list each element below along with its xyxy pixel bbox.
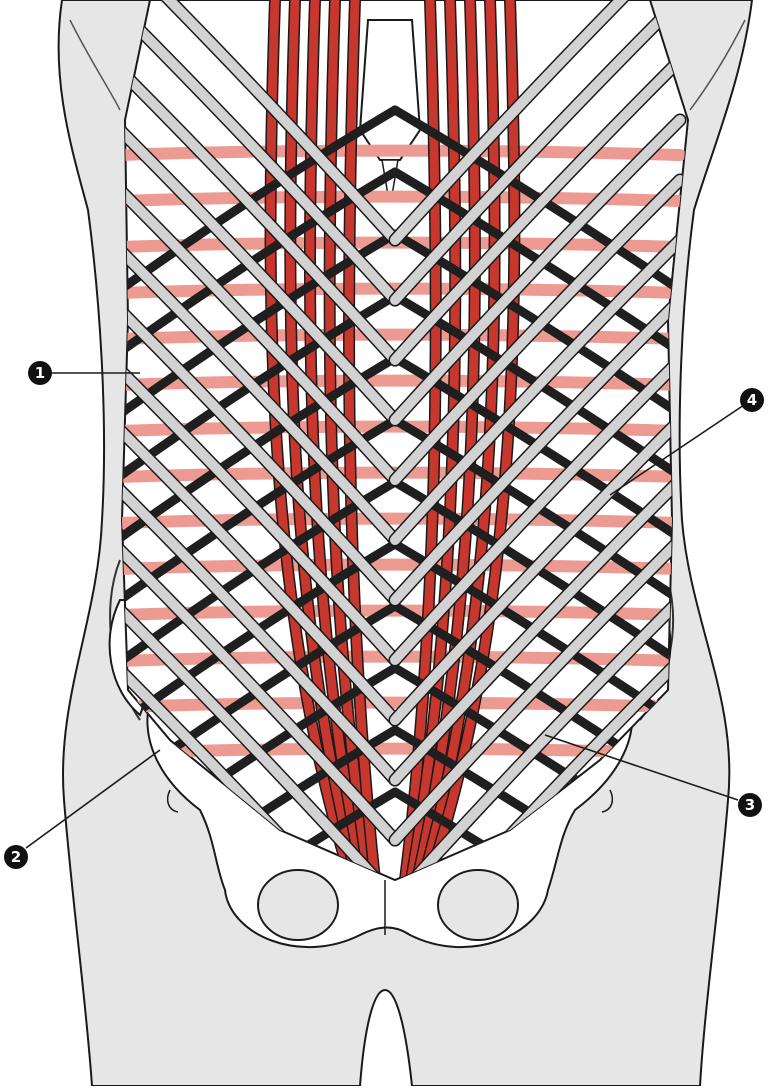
callout-1: 1 (28, 361, 52, 385)
sternum (360, 20, 420, 160)
right-obturator-foramen (438, 870, 518, 940)
callout-number: 1 (35, 364, 45, 382)
left-obturator-foramen (258, 870, 338, 940)
callout-4: 4 (740, 388, 764, 412)
callout-number: 2 (11, 848, 21, 866)
callout-number: 3 (745, 796, 755, 814)
callout-number: 4 (747, 391, 757, 409)
callout-2: 2 (4, 845, 28, 869)
callout-3: 3 (738, 793, 762, 817)
